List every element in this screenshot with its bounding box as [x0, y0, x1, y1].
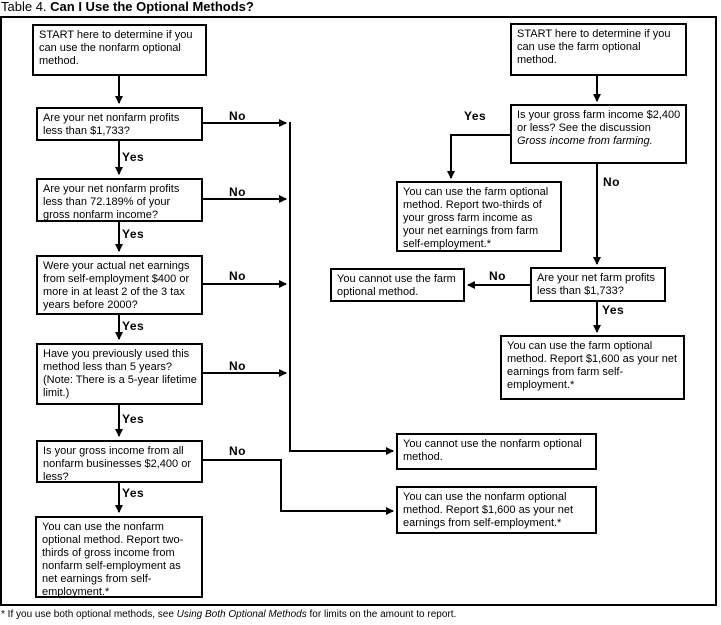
- page-title: Table 4. Can I Use the Optional Methods?: [1, 0, 254, 14]
- connector-nonfarm-q5-no: [203, 459, 394, 515]
- no-label-q3: No: [229, 269, 246, 283]
- farm-net-profits-question: Are your net farm profits less than $1,7…: [530, 267, 666, 302]
- footnote-prefix: * If you use both optional methods, see: [1, 609, 177, 620]
- footnote-suffix: for limits on the amount to report.: [306, 609, 457, 620]
- yes-label-q3: Yes: [122, 319, 145, 333]
- footnote-italic: Using Both Optional Methods: [176, 609, 307, 620]
- no-label-q1: No: [229, 109, 246, 123]
- nonfarm-two-thirds-result-box: You can use the nonfarm optional method.…: [35, 516, 203, 598]
- connector-farm-q1-yes: [447, 134, 510, 179]
- no-label-farm-q1: No: [603, 175, 620, 189]
- nonfarm-earnings-question: Were your actual net earnings from self-…: [36, 255, 203, 315]
- farm-two-thirds-result-box: You can use the farm optional method. Re…: [396, 181, 562, 252]
- no-label-q5: No: [229, 444, 246, 458]
- farm-cannot-use-box: You cannot use the farm optional method.: [330, 268, 465, 302]
- nonfarm-percent-question: Are your net nonfarm profits less than 7…: [36, 178, 203, 222]
- yes-label-q1: Yes: [122, 150, 145, 164]
- footnote: * If you use both optional methods, see …: [1, 609, 456, 620]
- farm-start-box: START here to determine if you can use t…: [510, 23, 687, 76]
- flowchart-border: [0, 16, 717, 606]
- no-label-q2: No: [229, 185, 246, 199]
- nonfarm-cannot-use-box: You cannot use the nonfarm optional meth…: [396, 433, 597, 470]
- connector-no-collector: [289, 122, 394, 455]
- nonfarm-start-box: START here to determine if you can use t…: [32, 24, 207, 76]
- yes-label-q4: Yes: [122, 412, 145, 426]
- yes-label-q5: Yes: [122, 486, 145, 500]
- farm-gross-income-question-text: Is your gross farm income $2,400 or less…: [517, 109, 681, 134]
- nonfarm-1600-result-box: You can use the nonfarm optional method.…: [396, 486, 597, 534]
- nonfarm-net-profits-question: Are your net nonfarm profits less than $…: [36, 107, 203, 141]
- no-label-farm-q2: No: [489, 269, 506, 283]
- yes-label-q2: Yes: [122, 227, 145, 241]
- nonfarm-years-question: Have you previously used this method les…: [36, 343, 203, 405]
- title-main: Can I Use the Optional Methods?: [50, 0, 254, 14]
- no-label-q4: No: [229, 359, 246, 373]
- yes-label-farm-q1: Yes: [464, 109, 487, 123]
- nonfarm-gross-income-question: Is your gross income from all nonfarm bu…: [36, 440, 203, 483]
- farm-gross-income-question-italic: Gross income from farming.: [517, 135, 653, 147]
- yes-label-farm-q2: Yes: [602, 303, 625, 317]
- title-prefix: Table 4.: [1, 0, 51, 14]
- farm-1600-result-box: You can use the farm optional method. Re…: [500, 335, 685, 400]
- farm-gross-income-question: Is your gross farm income $2,400 or less…: [510, 104, 687, 164]
